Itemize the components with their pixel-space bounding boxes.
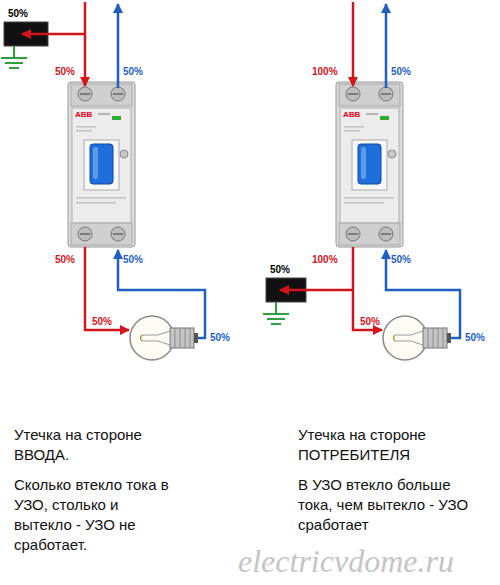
neutral-wire [385, 4, 388, 88]
caption-heading: Утечка на стороне ПОТРЕБИТЕЛЯ [298, 425, 483, 465]
light-bulb [383, 316, 451, 360]
current-percent: 50% [465, 332, 485, 343]
rcd-device [336, 82, 403, 247]
rcd-device [68, 82, 135, 247]
leak-box: 50% [266, 264, 306, 302]
current-percent: 50% [360, 316, 380, 327]
leak-wire [22, 33, 85, 36]
caption-heading: Утечка на стороне ВВОДА. [14, 425, 194, 465]
current-percent: 50% [210, 332, 230, 343]
current-percent: 100% [312, 254, 338, 265]
current-percent: 50% [92, 316, 112, 327]
phase-wire [353, 247, 382, 330]
ground-symbol [1, 46, 27, 68]
leak-box: 50% [4, 8, 48, 46]
brand-logo: ABB [75, 110, 92, 119]
light-bulb [130, 316, 198, 360]
current-percent: 50% [391, 66, 411, 77]
caption-text: Сколько втекло тока в УЗО, столько и выт… [14, 475, 174, 555]
current-percent: 50% [391, 254, 411, 265]
ground-symbol [263, 302, 289, 324]
current-percent: 50% [55, 66, 75, 77]
current-percent: 50% [55, 254, 75, 265]
current-percent: 50% [123, 66, 143, 77]
phase-wire [352, 2, 355, 86]
leak-wire [280, 289, 353, 292]
phase-wire [85, 247, 129, 330]
current-percent: 100% [312, 66, 338, 77]
brand-logo: ABB [343, 110, 360, 119]
current-percent: 50% [123, 254, 143, 265]
leak-percent: 50% [4, 8, 48, 20]
phase-wire [84, 2, 87, 86]
neutral-wire [117, 4, 120, 88]
watermark: electricvdome.ru [238, 543, 454, 580]
caption-text: В УЗО втекло больше тока, чем вытекло - … [298, 475, 473, 535]
leak-percent: 50% [266, 264, 306, 276]
